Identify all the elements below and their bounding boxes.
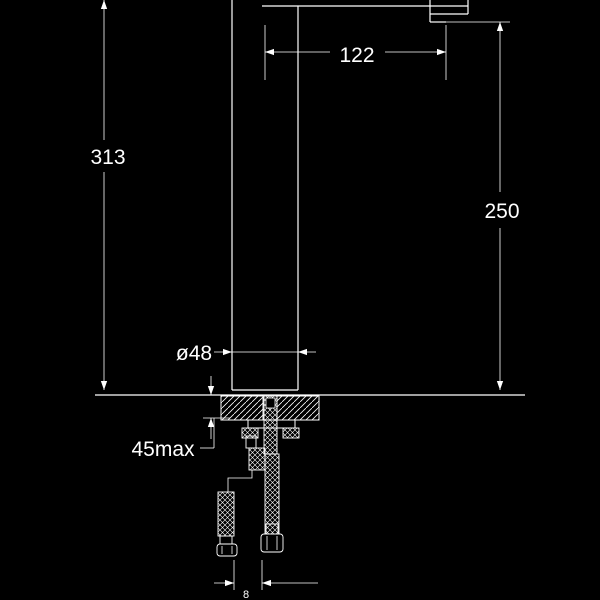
dimension-spout-reach: 122 — [264, 25, 447, 80]
dimension-max-deck-thickness: 45max — [131, 376, 230, 461]
dimension-total-height: 313 — [90, 0, 126, 390]
supply-hoses — [216, 435, 284, 557]
body-diameter-label: ø48 — [176, 342, 212, 365]
spout-reach-label: 122 — [339, 44, 374, 67]
dimension-body-diameter: ø48 — [176, 342, 316, 365]
bottom-width-label: 8 — [243, 589, 249, 600]
max-deck-thickness-label: 45max — [131, 438, 195, 461]
dimension-bottom-width: 8 — [214, 560, 318, 600]
faucet-body — [231, 0, 299, 391]
dimension-spout-height: 250 — [446, 21, 520, 390]
total-height-label: 313 — [90, 146, 125, 169]
faucet-spout — [262, 0, 469, 23]
mounting-section — [220, 395, 320, 455]
spout-height-label: 250 — [484, 200, 519, 223]
